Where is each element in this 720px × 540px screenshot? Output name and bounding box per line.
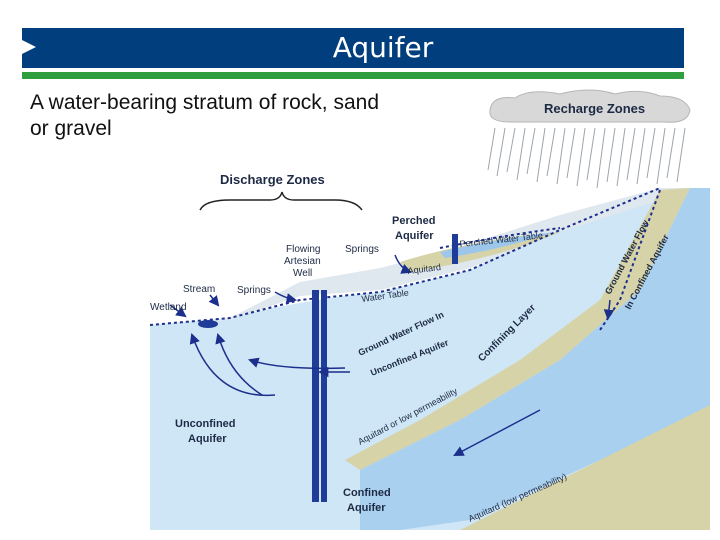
- title-bar: Aquifer: [22, 28, 684, 68]
- bullet-arrow-icon: [22, 40, 36, 54]
- perched-water-body: [440, 232, 555, 258]
- flow-arrow-wetland-label: [169, 304, 187, 318]
- artesian-well-pipe: [312, 290, 319, 502]
- springs-upper-label: Springs: [345, 244, 379, 255]
- flow-arrow-spring-lower: [274, 291, 298, 304]
- flowing-artesian-label-2: Artesian: [284, 256, 321, 267]
- confined-aquifer-layer: [360, 188, 710, 530]
- confined-aquifer-label-2: Aquifer: [347, 502, 386, 514]
- discharge-zones-brace: [199, 191, 363, 211]
- discharge-zones-label: Discharge Zones: [220, 172, 325, 187]
- flowing-artesian-label-3: Well: [293, 268, 312, 279]
- unconfined-aquifer-label-1: Unconfined: [175, 418, 236, 430]
- accent-divider: [22, 72, 684, 79]
- confining-layer-band: [345, 188, 690, 470]
- artesian-well-pipe-right: [321, 290, 327, 502]
- flow-arrow-confined: [603, 299, 615, 321]
- flow-arrow-stream: [215, 332, 263, 396]
- springs-lower-label: Springs: [237, 285, 271, 296]
- flow-arrow-lower: [453, 409, 541, 456]
- flow-arrow-left: [248, 357, 346, 370]
- flowing-artesian-label-1: Flowing: [286, 244, 320, 255]
- slide-subtitle: A water-bearing stratum of rock, sand or…: [30, 91, 379, 140]
- confined-aquifer-label-1: Confined: [343, 487, 391, 499]
- flow-arrow-spring: [394, 254, 412, 274]
- flow-arrow-wetland: [189, 333, 276, 397]
- perched-aquifer-label-2: Aquifer: [395, 230, 434, 242]
- perched-aquifer-label-1: Perched: [392, 215, 435, 227]
- stream-label: Stream: [183, 284, 215, 295]
- recharge-zones-label: Recharge Zones: [544, 101, 645, 116]
- slide-title: Aquifer: [332, 31, 434, 64]
- rain-cloud-icon: [487, 89, 691, 189]
- wetland-pond: [198, 320, 218, 328]
- aquitard-upper-label: Aquitard: [407, 262, 442, 276]
- perched-well: [452, 234, 458, 264]
- water-table-line: [149, 187, 661, 326]
- lower-aquitard-band: [460, 405, 710, 530]
- unconfined-aquifer-label-2: Aquifer: [188, 433, 227, 445]
- wetland-label: Wetland: [150, 302, 187, 313]
- flow-arrow-stream-label: [208, 294, 220, 307]
